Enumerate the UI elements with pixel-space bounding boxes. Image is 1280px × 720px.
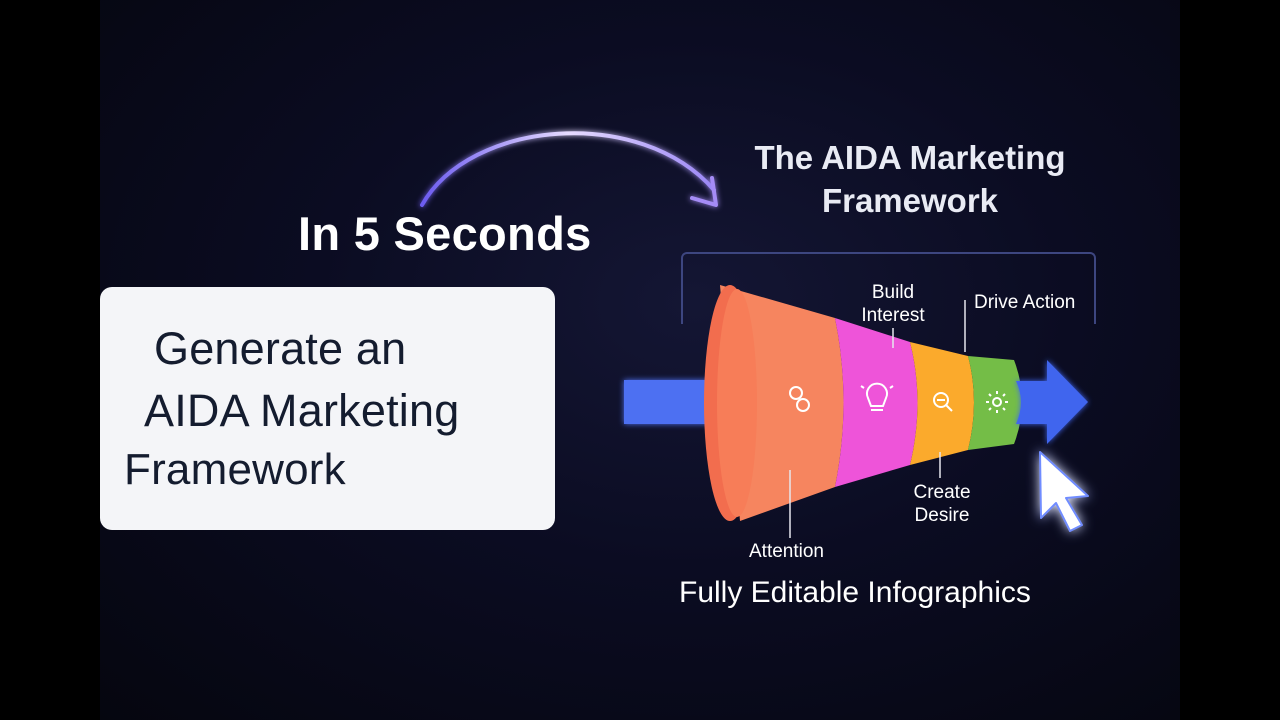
search-icon [933, 392, 953, 412]
label-create-desire-line-2: Desire [914, 505, 970, 526]
headline: In 5 Seconds [298, 207, 592, 260]
link-icon [789, 386, 810, 412]
funnel-segment-action [968, 356, 1022, 450]
label-drive-action: Drive Action [974, 292, 1076, 313]
diagram-frame [681, 252, 1096, 324]
promo-line-3: Framework [124, 445, 346, 494]
promo-line-2: AIDA Marketing [144, 385, 460, 436]
label-create-desire: Create Desire [902, 481, 982, 527]
curved-arrow-icon [420, 131, 718, 207]
diagram-title-line-2: Framework [821, 182, 999, 219]
output-arrow [1016, 360, 1088, 444]
label-create-desire-line-1: Create [913, 482, 971, 503]
label-build-interest-line-2: Interest [861, 305, 925, 326]
footer-caption: Fully Editable Infographics [679, 576, 1031, 609]
funnel-segment-desire [910, 342, 974, 465]
diagram-title: The AIDA Marketing Framework [700, 136, 1120, 222]
promo-card: Generate an AIDA Marketing Framework [100, 287, 555, 530]
label-build-interest: Build Interest [852, 281, 934, 327]
lightbulb-icon [860, 382, 894, 411]
promo-line-1: Generate an [154, 323, 407, 374]
mouse-cursor-icon [1039, 451, 1089, 532]
sparkle-icon [986, 391, 1008, 413]
label-build-interest-line-1: Build [871, 282, 915, 303]
label-attention: Attention [749, 541, 824, 562]
diagram-title-line-1: The AIDA Marketing [754, 139, 1066, 176]
funnel-segment-interest [835, 318, 918, 487]
